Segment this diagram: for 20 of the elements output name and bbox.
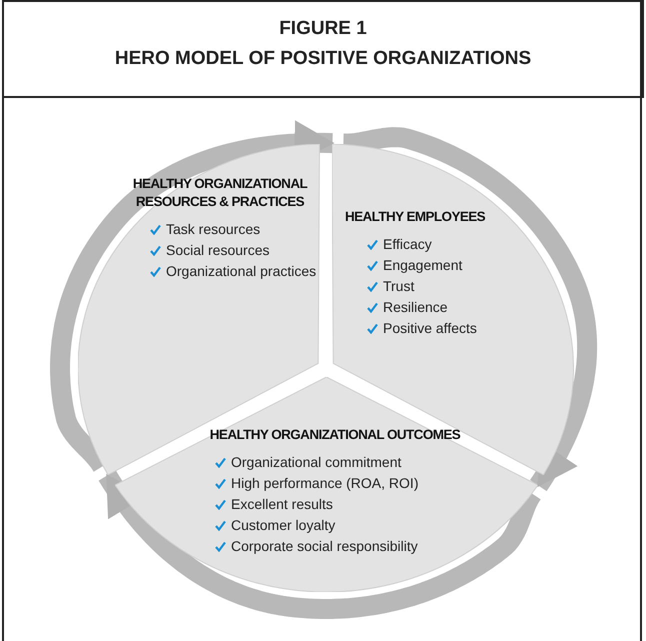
list-item: Efficacy bbox=[382, 234, 432, 254]
list-item: Task resources bbox=[166, 220, 260, 239]
list-item: Positive affects bbox=[382, 318, 477, 338]
segment-heading: HEALTHY ORGANIZATIONAL OUTCOMES bbox=[208, 426, 462, 444]
list-item: Trust bbox=[382, 276, 414, 296]
figure-number: FIGURE 1 bbox=[278, 18, 368, 40]
figure-title: HERO MODEL OF POSITIVE ORGANIZATIONS bbox=[114, 48, 532, 70]
list-item: Customer loyalty bbox=[230, 516, 336, 535]
list-item: High performance (ROA, ROI) bbox=[230, 474, 418, 493]
list-item: Social resources bbox=[166, 240, 270, 260]
list-item: Organizational commitment bbox=[230, 453, 402, 472]
list-item: Resilience bbox=[382, 298, 448, 317]
list-item: Excellent results bbox=[230, 495, 333, 514]
list-item: Corporate social responsibility bbox=[230, 537, 418, 556]
segment-heading: HEALTHY ORGANIZATIONAL RESOURCES & PRACTICES bbox=[132, 174, 308, 211]
curved-arrow bbox=[98, 468, 541, 619]
segment-heading: HEALTHY EMPLOYEES bbox=[344, 208, 486, 226]
list-item: Organizational practices bbox=[166, 262, 316, 281]
pie-segment bbox=[114, 377, 538, 592]
list-item: Engagement bbox=[382, 256, 462, 275]
